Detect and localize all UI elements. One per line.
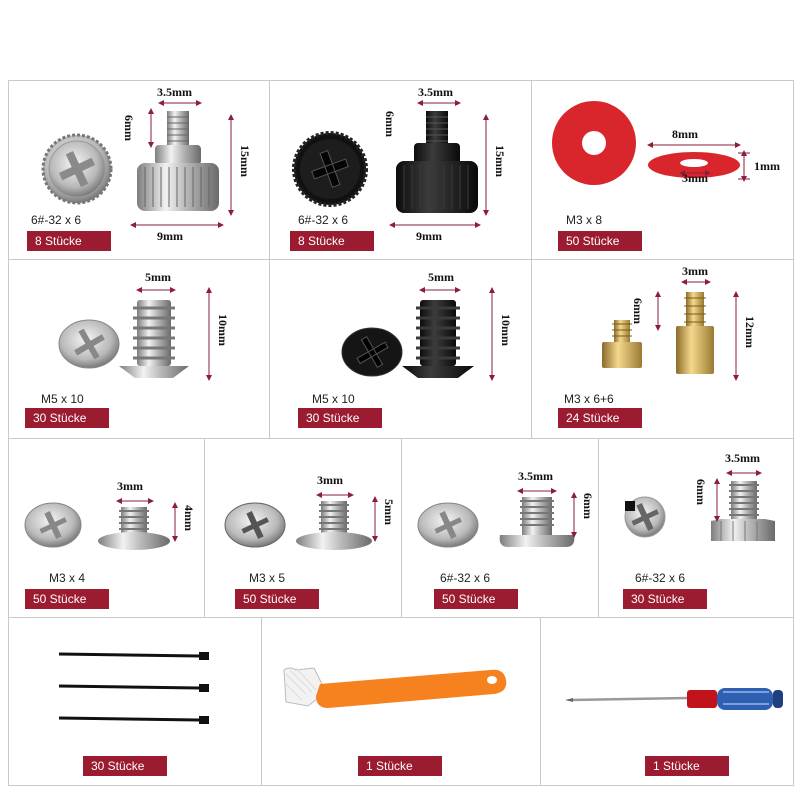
dimension-head-width: 9mm — [157, 229, 183, 243]
pan-head-screw-m3x4-image — [24, 498, 178, 550]
quantity-badge: 30 Stücke — [623, 589, 707, 609]
quantity-badge: 30 Stücke — [83, 756, 167, 776]
cell-item-3: 8mm 1mm 3mm M3 x 8 50 Stücke — [531, 80, 794, 260]
dimension-diameter: 3.5mm — [157, 85, 192, 99]
item-spec: 6#-32 x 6 — [440, 571, 491, 585]
product-grid: 3.5mm 6mm 15mm 9mm 6#-32 x 6 8 Stücke 3.… — [8, 80, 794, 786]
item-spec: M5 x 10 — [312, 392, 355, 406]
flat-head-screw-silver-image — [58, 287, 212, 381]
thumbscrew-knurled-silver-image — [41, 100, 234, 228]
cell-item-12: 1 Stücke — [261, 617, 541, 786]
flat-head-screw-black-image — [341, 287, 495, 381]
cell-item-9: 3.5mm 6mm 6#-32 x 6 50 Stücke — [401, 438, 599, 618]
item-spec: 6#-32 x 6 — [298, 213, 349, 227]
dimension-diameter: 3mm — [117, 479, 143, 493]
cell-item-1: 3.5mm 6mm 15mm 9mm 6#-32 x 6 8 Stücke — [8, 80, 270, 260]
item-spec: M3 x 8 — [566, 213, 603, 227]
dimension-total-height: 15mm — [493, 145, 507, 177]
dimension-head-width: 9mm — [416, 229, 442, 243]
thumbscrew-knurled-black-image — [292, 100, 489, 228]
dimension-length: 6mm — [694, 479, 708, 505]
dimension-outer-diameter: 8mm — [672, 127, 698, 141]
dimension-total-height: 15mm — [238, 145, 252, 177]
dimension-diameter: 3mm — [317, 473, 343, 487]
item-spec: M3 x 6+6 — [564, 392, 614, 406]
quantity-badge: 30 Stücke — [25, 408, 109, 428]
dimension-diameter: 5mm — [145, 270, 171, 284]
item-spec: 6#-32 x 6 — [635, 571, 686, 585]
cell-item-2: 3.5mm 6mm 15mm 9mm 6#-32 x 6 8 Stücke — [269, 80, 532, 260]
quantity-badge: 50 Stücke — [558, 231, 642, 251]
quantity-badge: 30 Stücke — [298, 408, 382, 428]
cell-item-13: 1 Stücke — [540, 617, 794, 786]
dimension-diameter: 3.5mm — [518, 469, 553, 483]
dimension-diameter: 3.5mm — [418, 85, 453, 99]
item-spec: M3 x 4 — [49, 571, 86, 585]
dimension-diameter: 3.5mm — [725, 451, 760, 465]
quantity-badge: 50 Stücke — [25, 589, 109, 609]
brass-standoff-image — [602, 279, 739, 381]
red-fiber-washer-image — [552, 101, 750, 185]
cell-item-4: 5mm 10mm M5 x 10 30 Stücke — [8, 259, 270, 439]
dimension-inner-diameter: 3mm — [682, 171, 708, 185]
dimension-length: 10mm — [216, 314, 230, 346]
cleaning-brush-image — [283, 667, 507, 708]
dimension-diameter: 5mm — [428, 270, 454, 284]
dimension-thread-length: 6mm — [122, 115, 136, 141]
cell-item-6: 3mm 6mm 12mm M3 x 6+6 24 Stücke — [531, 259, 794, 439]
dimension-thickness: 1mm — [754, 159, 780, 173]
screwdriver-image — [565, 688, 783, 710]
quantity-badge: 1 Stücke — [358, 756, 442, 776]
dimension-length: 10mm — [499, 314, 513, 346]
cable-ties-image — [58, 652, 209, 724]
quantity-badge: 50 Stücke — [235, 589, 319, 609]
dimension-total-length: 12mm — [743, 316, 757, 348]
pan-head-screw-6-32-image — [417, 488, 577, 548]
item-spec: 6#-32 x 6 — [31, 213, 82, 227]
dimension-thread-diameter: 3mm — [682, 264, 708, 278]
item-spec: M5 x 10 — [41, 392, 84, 406]
cell-item-7: 3mm 4mm M3 x 4 50 Stücke — [8, 438, 205, 618]
quantity-badge: 1 Stücke — [645, 756, 729, 776]
hex-washer-screw-image — [624, 470, 775, 541]
item-spec: M3 x 5 — [249, 571, 286, 585]
dimension-length: 6mm — [581, 493, 595, 519]
dimension-length: 4mm — [182, 505, 196, 531]
cell-item-11: 30 Stücke — [8, 617, 262, 786]
quantity-badge: 24 Stücke — [558, 408, 642, 428]
dimension-thread-length: 6mm — [383, 111, 397, 137]
quantity-badge: 8 Stücke — [290, 231, 374, 251]
pan-head-screw-m3x5-image — [224, 492, 378, 550]
quantity-badge: 8 Stücke — [27, 231, 111, 251]
quantity-badge: 50 Stücke — [434, 589, 518, 609]
dimension-length: 5mm — [382, 499, 396, 525]
cell-item-5: 5mm 10mm M5 x 10 30 Stücke — [269, 259, 532, 439]
dimension-thread-length: 6mm — [631, 298, 645, 324]
cell-item-8: 3mm 5mm M3 x 5 50 Stücke — [204, 438, 402, 618]
cell-item-10: 3.5mm 6mm 6#-32 x 6 30 Stücke — [598, 438, 794, 618]
